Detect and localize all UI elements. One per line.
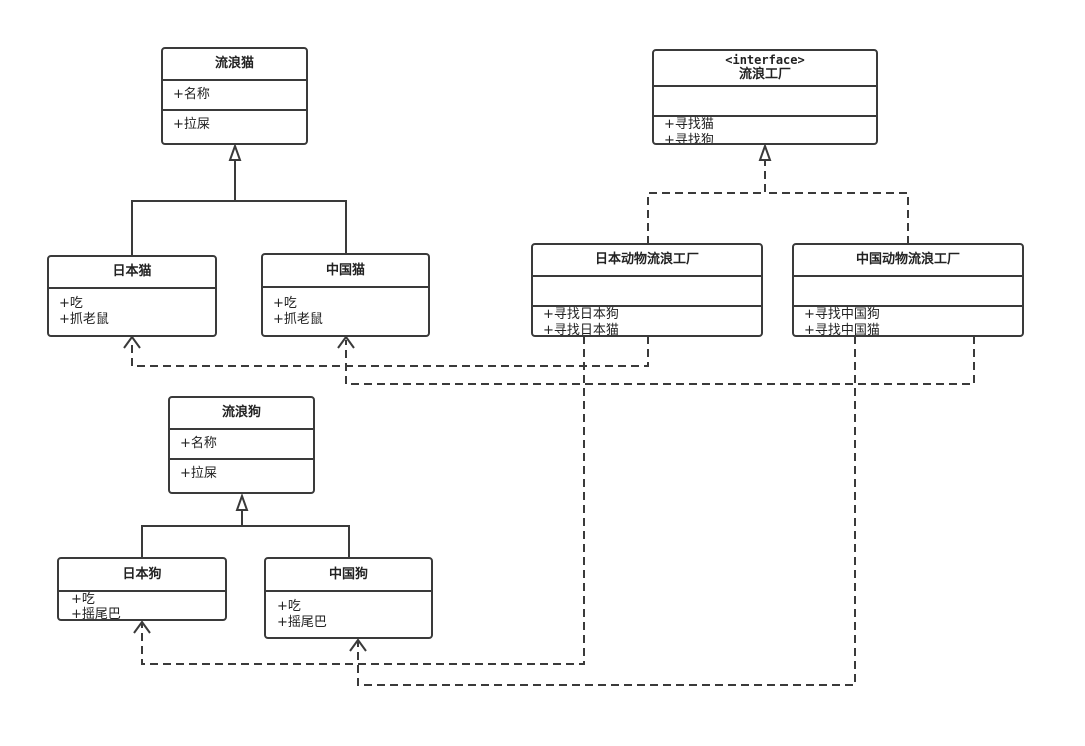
attributes-section: +名称: [170, 428, 313, 458]
inheritance-japanese-cat-to-stray-cat: [131, 160, 236, 256]
inheritance-arrowhead-stray-cat: [228, 143, 242, 161]
realization-arrowhead-stray-factory: [758, 143, 772, 161]
inheritance-arrowhead-stray-dog: [235, 493, 249, 511]
class-china-animal-stray-factory[interactable]: 中国动物流浪工厂 +寻找中国狗 +寻找中国猫: [792, 243, 1024, 337]
method: +寻找日本猫: [543, 323, 619, 337]
method: +寻找狗: [664, 133, 714, 145]
class-name: 流浪工厂: [738, 67, 791, 82]
attribute: +名称: [173, 87, 210, 102]
attribute: +名称: [180, 436, 217, 451]
methods-section: +吃 +摇尾巴: [59, 590, 225, 621]
method: +摇尾巴: [71, 607, 121, 621]
dependency-japan-factory-to-japanese-cat: [131, 336, 649, 367]
class-japanese-dog[interactable]: 日本狗 +吃 +摇尾巴: [57, 557, 227, 621]
method: +拉屎: [180, 466, 217, 481]
dependency-japan-factory-to-japanese-dog: [141, 336, 585, 665]
inheritance-chinese-cat-to-stray-cat: [235, 200, 347, 254]
method: +吃: [59, 296, 83, 311]
class-name: 日本猫: [112, 264, 152, 279]
attributes-section: [533, 275, 761, 305]
interface-stray-factory[interactable]: <interface> 流浪工厂 +寻找猫 +寻找狗: [652, 49, 878, 145]
method: +寻找猫: [664, 117, 714, 132]
class-chinese-cat[interactable]: 中国猫 +吃 +抓老鼠: [261, 253, 430, 337]
attributes-section: [654, 85, 876, 115]
class-name: 中国动物流浪工厂: [855, 252, 960, 267]
class-name: 日本狗: [122, 567, 162, 582]
class-chinese-dog[interactable]: 中国狗 +吃 +摇尾巴: [264, 557, 433, 639]
interface-header: <interface> 流浪工厂: [654, 51, 876, 85]
method: +吃: [71, 592, 95, 607]
attributes-section: +名称: [163, 79, 306, 109]
stereotype-label: <interface>: [725, 53, 805, 67]
method: +寻找日本狗: [543, 307, 619, 322]
methods-section: +寻找猫 +寻找狗: [654, 115, 876, 145]
class-name: 中国猫: [325, 263, 365, 278]
inheritance-chinese-dog-to-stray-dog: [242, 525, 350, 558]
method: +寻找中国狗: [804, 307, 880, 322]
methods-section: +拉屎: [163, 109, 306, 143]
class-name: 中国狗: [328, 567, 368, 582]
method: +寻找中国猫: [804, 323, 880, 337]
class-name: 流浪狗: [221, 405, 261, 420]
method: +吃: [277, 599, 301, 614]
methods-section: +寻找中国狗 +寻找中国猫: [794, 305, 1022, 337]
dependency-arrowhead-japanese-dog: [133, 620, 151, 634]
methods-section: +拉屎: [170, 458, 313, 492]
class-name: 流浪猫: [214, 56, 254, 71]
realization-china-factory-to-stray-factory: [765, 192, 909, 244]
class-japanese-cat[interactable]: 日本猫 +吃 +抓老鼠: [47, 255, 217, 337]
methods-section: +寻找日本狗 +寻找日本猫: [533, 305, 761, 337]
realization-japan-factory-to-stray-factory: [647, 160, 766, 244]
class-stray-cat[interactable]: 流浪猫 +名称 +拉屎: [161, 47, 308, 145]
method: +拉屎: [173, 117, 210, 132]
method: +抓老鼠: [59, 312, 109, 327]
methods-section: +吃 +抓老鼠: [263, 286, 428, 335]
inheritance-japanese-dog-to-stray-dog: [141, 510, 243, 558]
dependency-china-factory-to-chinese-cat: [345, 336, 975, 385]
class-japan-animal-stray-factory[interactable]: 日本动物流浪工厂 +寻找日本狗 +寻找日本猫: [531, 243, 763, 337]
class-name: 日本动物流浪工厂: [594, 252, 699, 267]
dependency-arrowhead-chinese-cat: [337, 335, 355, 349]
methods-section: +吃 +抓老鼠: [49, 287, 215, 335]
method: +抓老鼠: [273, 312, 323, 327]
methods-section: +吃 +摇尾巴: [266, 590, 431, 637]
dependency-arrowhead-japanese-cat: [123, 335, 141, 349]
method: +吃: [273, 296, 297, 311]
dependency-arrowhead-chinese-dog: [349, 638, 367, 652]
attributes-section: [794, 275, 1022, 305]
dependency-china-factory-to-chinese-dog: [357, 336, 856, 686]
method: +摇尾巴: [277, 615, 327, 630]
class-stray-dog[interactable]: 流浪狗 +名称 +拉屎: [168, 396, 315, 494]
